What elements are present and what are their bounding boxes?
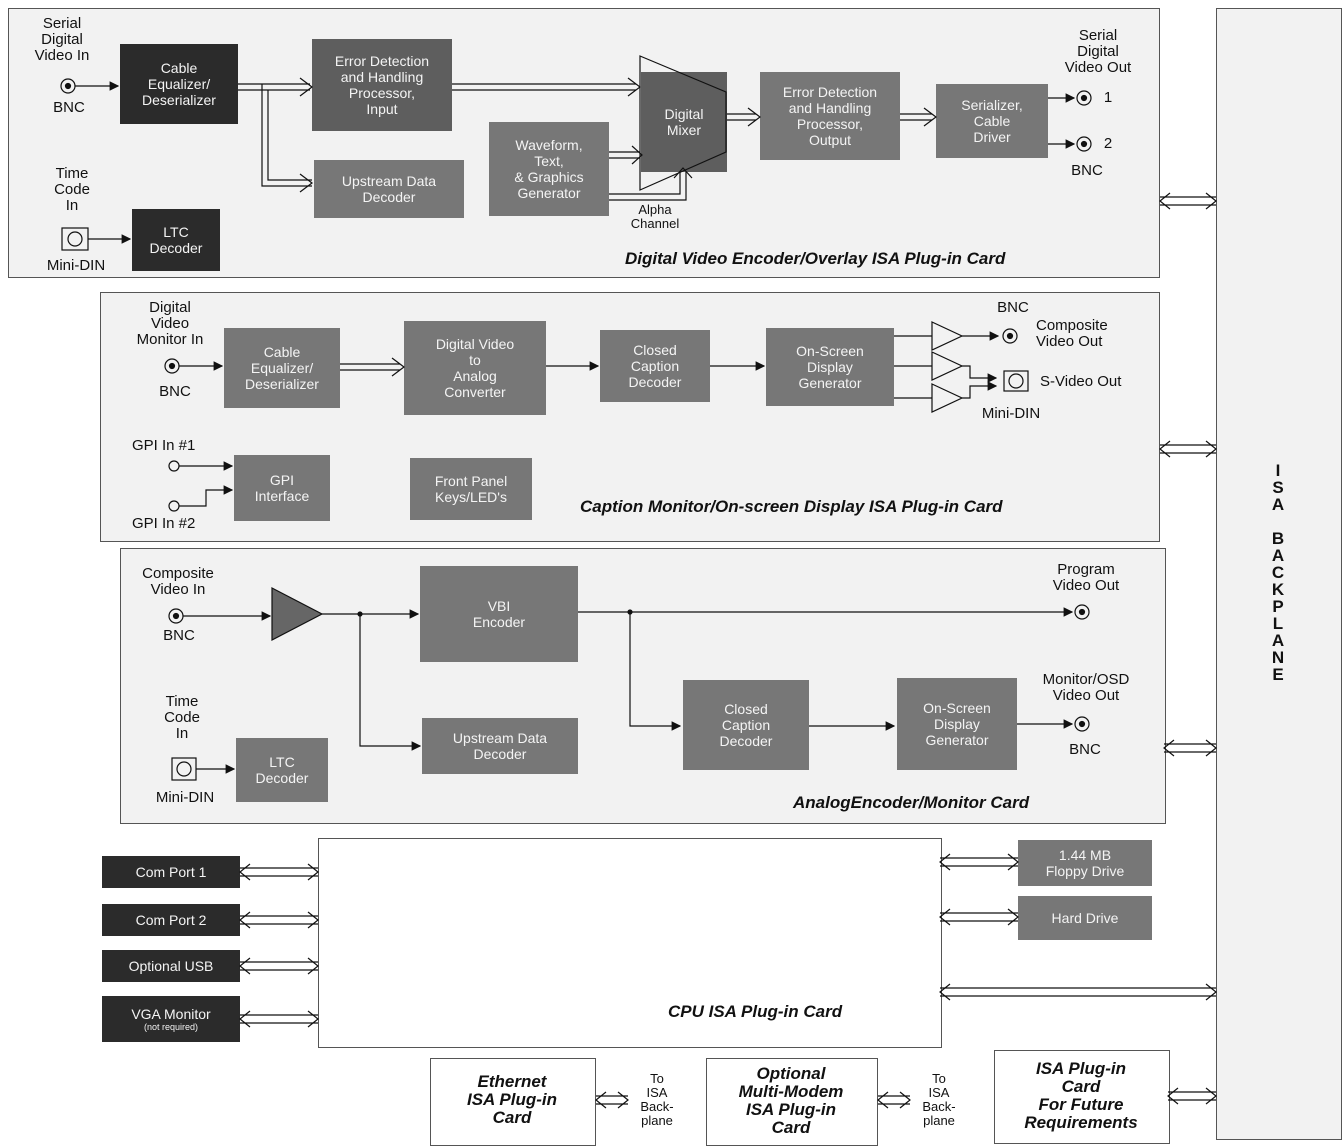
optional-usb: Optional USB (102, 950, 240, 982)
composite-video-in-label: Composite Video In (142, 565, 214, 598)
isa-backplane (1216, 8, 1342, 1140)
mini-din-label: Mini-DIN (46, 257, 106, 274)
to-isa-backplane-label-1: To ISA Back- plane (640, 1071, 674, 1128)
time-code-in-label-card3: Time Code In (164, 693, 200, 742)
program-video-out-label: Program Video Out (1052, 561, 1120, 594)
waveform-generator: Waveform, Text, & Graphics Generator (489, 122, 609, 216)
bnc-label-card3: BNC (163, 627, 195, 644)
error-detection-input: Error Detection and Handling Processor, … (312, 39, 452, 131)
mini-din-label-card3: Mini-DIN (155, 789, 215, 806)
on-screen-display-generator-card3: On-Screen Display Generator (897, 678, 1017, 770)
bnc-out-label-card3: BNC (1069, 741, 1101, 758)
ltc-decoder: LTC Decoder (132, 209, 220, 271)
card-future (994, 1050, 1170, 1144)
upstream-data-decoder: Upstream Data Decoder (314, 160, 464, 218)
digital-to-analog-converter: Digital Video to Analog Converter (404, 321, 546, 415)
error-detection-output: Error Detection and Handling Processor, … (760, 72, 900, 160)
bnc-in-label: BNC (53, 99, 85, 116)
cable-equalizer-deserializer: Cable Equalizer/ Deserializer (120, 44, 238, 124)
upstream-data-decoder-card3: Upstream Data Decoder (422, 718, 578, 774)
card-ethernet (430, 1058, 596, 1146)
digital-video-monitor-in-label: Digital Video Monitor In (136, 299, 204, 348)
closed-caption-decoder-card2: Closed Caption Decoder (600, 330, 710, 402)
card2-title: Caption Monitor/On-screen Display ISA Pl… (580, 497, 1003, 516)
to-isa-backplane-label-2: To ISA Back- plane (922, 1071, 956, 1128)
mini-din-connector (61, 227, 89, 251)
vga-monitor-note: (not required) (143, 1022, 199, 1032)
ltc-decoder-card3: LTC Decoder (236, 738, 328, 802)
bnc-top-label: BNC (997, 299, 1029, 316)
time-code-in-label: Time Code In (54, 165, 90, 214)
com-port-2: Com Port 2 (102, 904, 240, 936)
gpi-in-2-label: GPI In #2 (132, 515, 196, 532)
front-panel-keys-leds: Front Panel Keys/LED's (410, 458, 532, 520)
gpi-interface: GPI Interface (234, 455, 330, 521)
hard-drive: Hard Drive (1018, 896, 1152, 940)
output-2-label: 2 (1103, 135, 1113, 152)
vbi-encoder: VBI Encoder (420, 566, 578, 662)
floppy-drive: 1.44 MB Floppy Drive (1018, 840, 1152, 886)
mini-din-label-card2: Mini-DIN (981, 405, 1041, 422)
future-card-label: ISA Plug-in Card For Future Requirements (1024, 1059, 1138, 1132)
bnc-label-card2: BNC (159, 383, 191, 400)
vga-monitor-label: VGA Monitor (131, 1006, 211, 1022)
s-video-out-label: S-Video Out (1040, 373, 1122, 390)
mixer-outline (639, 55, 727, 191)
card3-title: AnalogEncoder/Monitor Card (793, 793, 1030, 812)
card-cpu (318, 838, 942, 1048)
cpu-card-title: CPU ISA Plug-in Card (668, 1002, 843, 1021)
monitor-osd-video-out-label: Monitor/OSD Video Out (1042, 671, 1130, 704)
cable-equalizer-card2: Cable Equalizer/ Deserializer (224, 328, 340, 408)
com-port-1: Com Port 1 (102, 856, 240, 888)
alpha-channel-label: Alpha Channel (630, 202, 680, 231)
ethernet-card-label: Ethernet ISA Plug-in Card (466, 1072, 558, 1127)
closed-caption-decoder-card3: Closed Caption Decoder (683, 680, 809, 770)
isa-backplane-label: I S A B A C K P L A N E (1271, 461, 1285, 684)
card-multi-modem (706, 1058, 878, 1146)
composite-video-out-label: Composite Video Out (1036, 317, 1108, 350)
card1-title: Digital Video Encoder/Overlay ISA Plug-i… (625, 249, 1006, 268)
vga-monitor: VGA Monitor (not required) (102, 996, 240, 1042)
multi-modem-card-label: Optional Multi-Modem ISA Plug-in Card (738, 1064, 844, 1137)
bnc-out-label: BNC (1071, 162, 1103, 179)
digital-mixer: Digital Mixer (641, 72, 727, 172)
serial-digital-video-in-label: Serial Digital Video In (34, 15, 90, 64)
serializer-cable-driver: Serializer, Cable Driver (936, 84, 1048, 158)
output-1-label: 1 (1103, 89, 1113, 106)
serial-digital-video-out-label: Serial Digital Video Out (1064, 27, 1132, 76)
gpi-in-1-label: GPI In #1 (132, 437, 196, 454)
on-screen-display-generator-card2: On-Screen Display Generator (766, 328, 894, 406)
